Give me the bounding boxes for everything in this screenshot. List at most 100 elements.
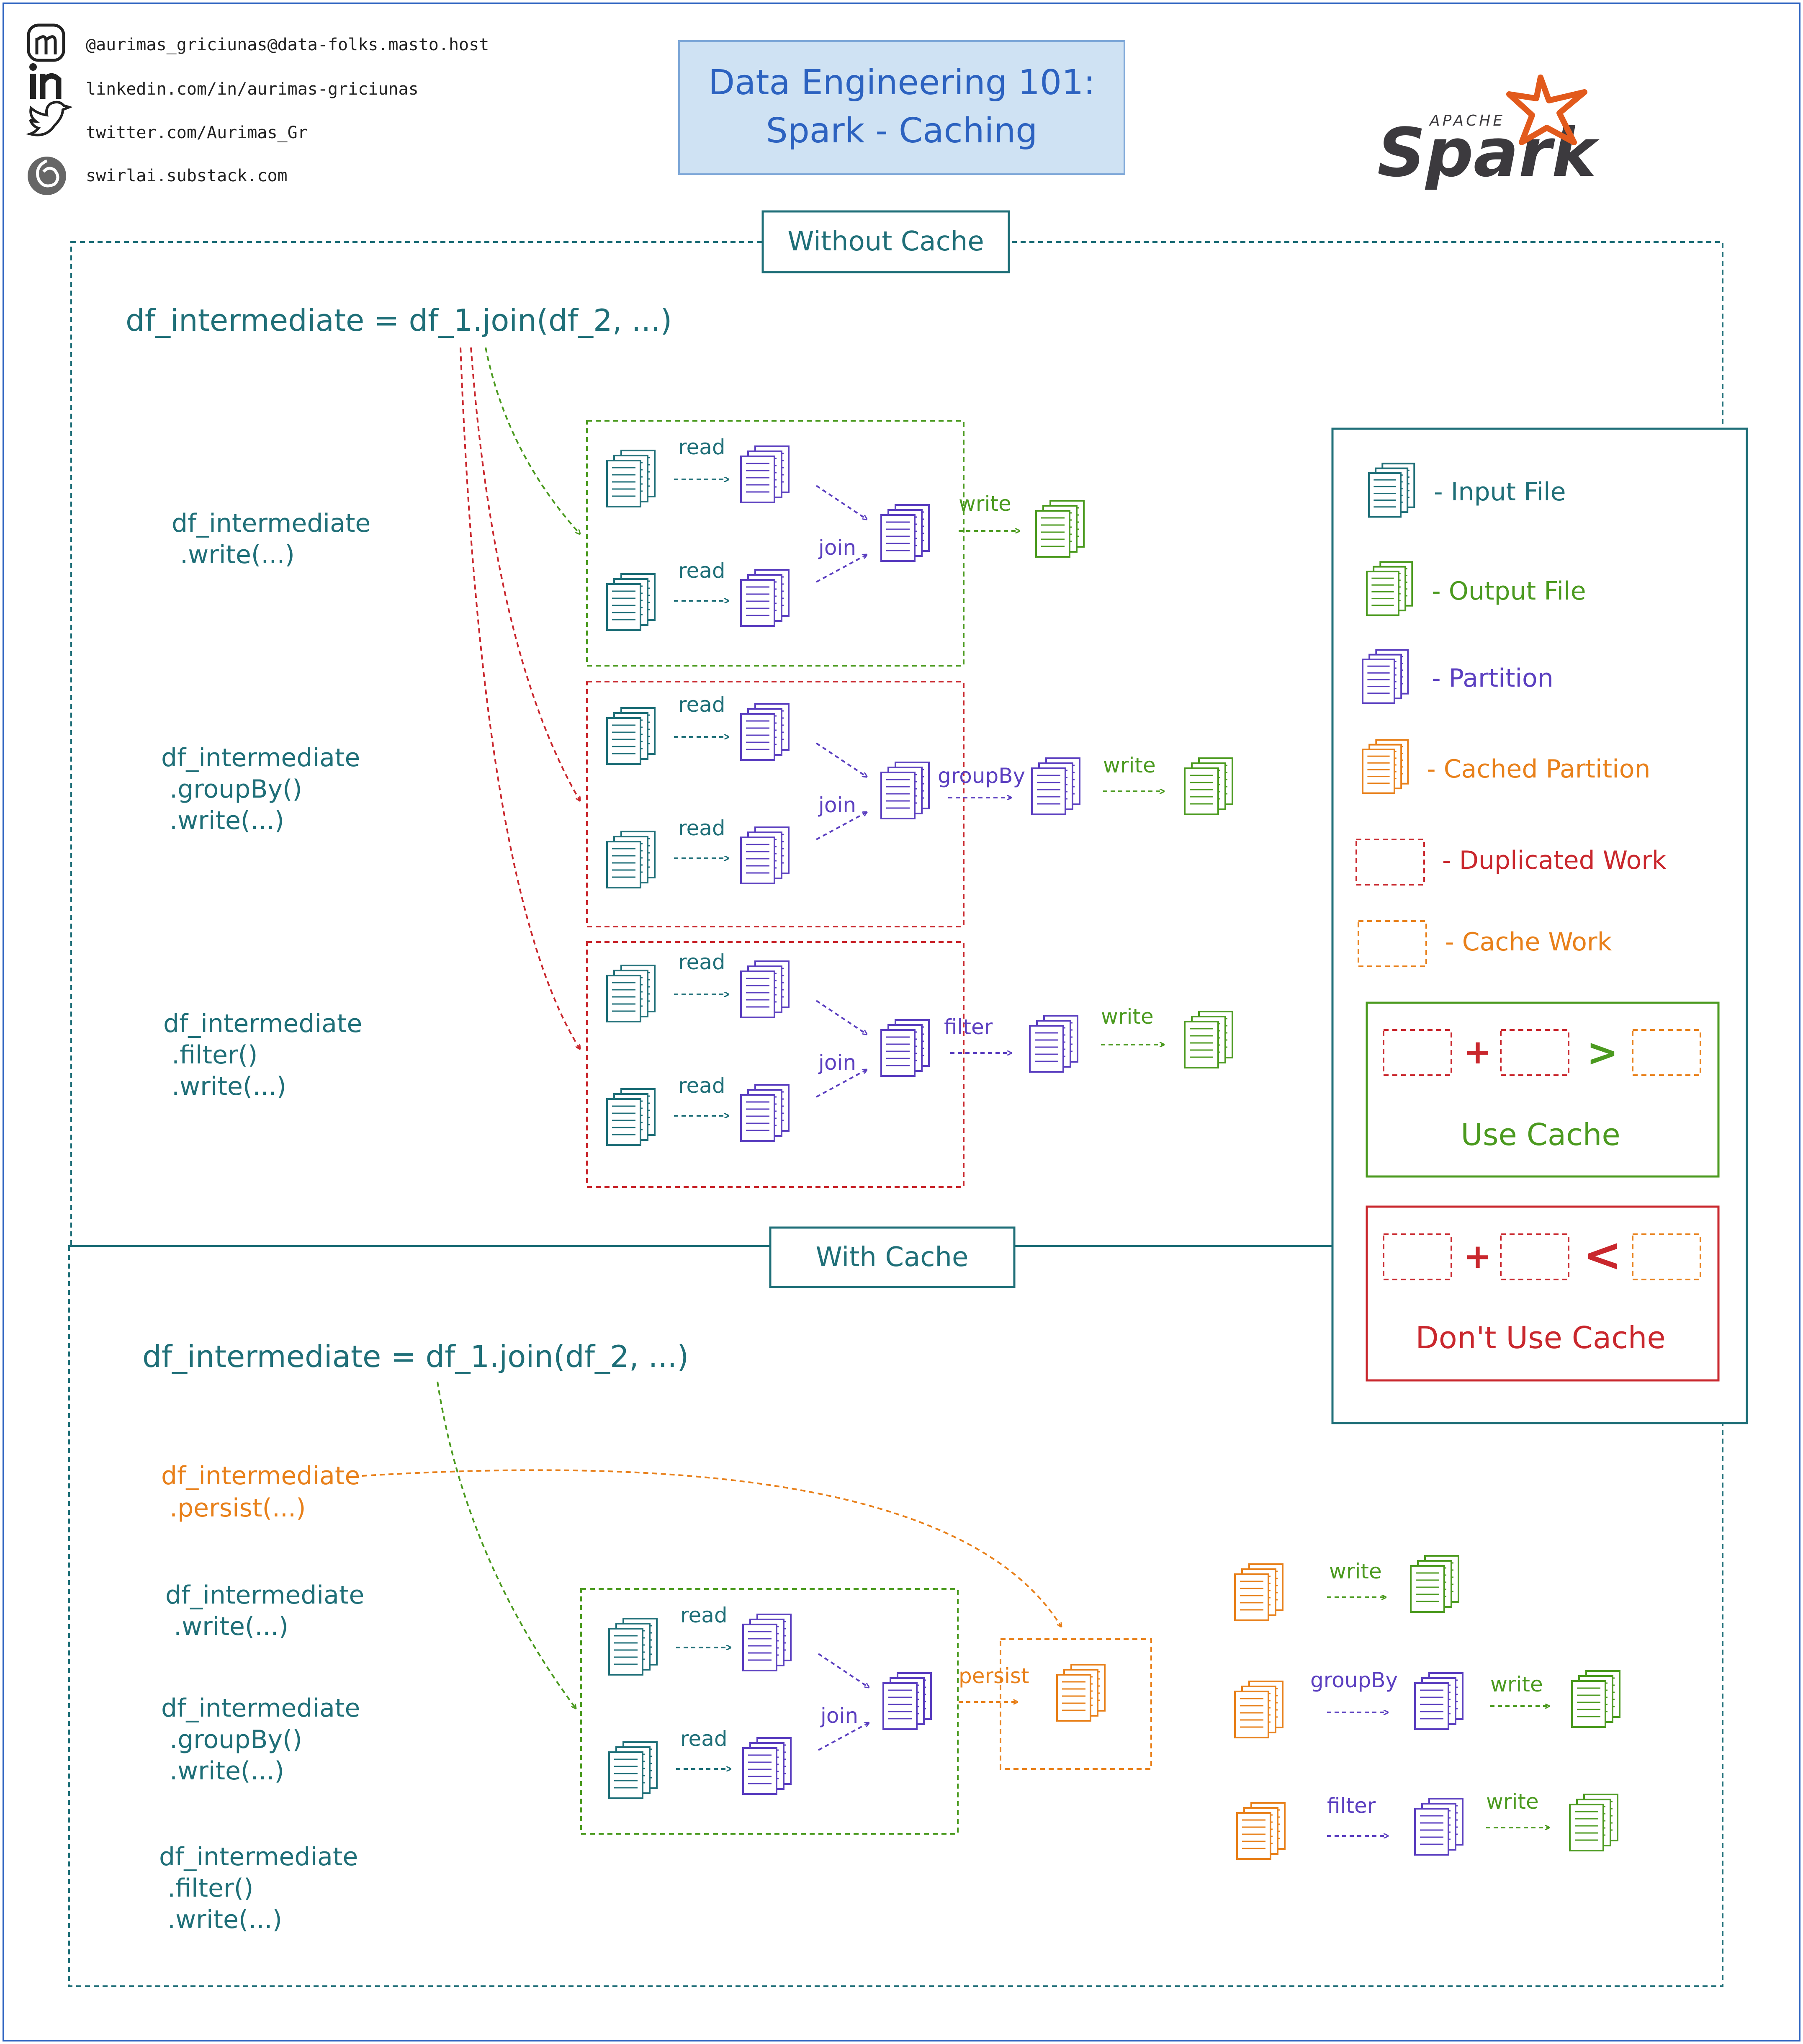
cache-op-write-line1: df_intermediate [165,1581,364,1610]
with-cache-code: df_intermediate = df_1.join(df_2, ...) [142,1339,689,1374]
box2-read-label-1: read [678,692,725,717]
box1-join-arrow-1 [815,485,867,519]
box2-input-file-1 [606,707,656,765]
use-cache-dup-swatch-2 [1500,1029,1569,1076]
box2-output-file [1184,757,1233,815]
box4-read-label-1: read [680,1603,728,1627]
without-cache-ops: df_intermediate .write(...) df_intermedi… [161,509,370,1101]
substack-icon [28,157,66,195]
reuse3-cached-partition [1236,1802,1286,1860]
box1-write-label: write [959,492,1011,516]
legend-cache-work: - Cache Work [1445,927,1612,957]
box3-write-label: write [1101,1004,1154,1029]
legend-partition-icon [1362,649,1409,704]
cache-op-write-line2: .write(...) [174,1612,288,1641]
box2-join-arrow-2 [816,812,867,840]
box3-output-file [1184,1011,1233,1068]
box4-input-file-2 [608,1741,658,1799]
box2-groupby-label: groupBy [938,764,1025,788]
legend-panel [1331,427,1748,1424]
box3-read-label-2: read [678,1073,725,1098]
legend-icons [1362,463,1415,794]
use-cache-box [1366,1001,1720,1178]
legend-duplicated-work: - Duplicated Work [1442,846,1667,875]
box1-join-label: join [818,535,856,560]
box3-partition-1 [740,960,790,1018]
reuse1-write-label: write [1329,1559,1382,1583]
dont-use-cache-box [1366,1205,1720,1382]
box4-joined-partition [882,1672,932,1730]
arrow-to-cache-box [437,1381,576,1708]
box4-partition-1 [742,1614,792,1671]
reuse2-groupby-label: groupBy [1310,1668,1398,1692]
title-box [678,40,1125,175]
box2-write-label: write [1103,753,1156,777]
op-groupby-line3: .write(...) [170,806,284,835]
author-link-mastodon[interactable]: @aurimas_griciunas@data-folks.masto.host [86,35,489,54]
use-cache-plus: + [1463,1032,1492,1071]
reuse1-output-file [1410,1555,1459,1613]
box4-persist-label: persist [959,1664,1029,1688]
without-cache-label-box [761,210,1010,273]
dont-use-cache-plus: + [1463,1237,1492,1276]
box4-read-label-2: read [680,1727,728,1751]
apache-spark-logo: APACHE Spark [1377,75,1600,192]
box3-input-file-1 [606,965,656,1022]
author-links: @aurimas_griciunas@data-folks.masto.host… [26,23,489,195]
box1-output-file [1035,500,1085,558]
dont-use-cache-cache-swatch [1632,1233,1701,1280]
legend-partition: - Partition [1432,664,1554,693]
box1-partition-1 [740,445,790,503]
logo-spark-text: Spark [1377,113,1600,192]
use-cache-gt: > [1587,1031,1618,1075]
write-flow-box [586,420,965,667]
box2-read-label-2: read [678,816,725,840]
dont-use-cache-lt: < [1583,1228,1622,1282]
box1-input-file-2 [606,573,656,631]
box3-join-arrow-2 [816,1070,867,1098]
legend-input-file: - Input File [1434,477,1566,507]
without-cache-label: Without Cache [787,226,984,257]
persist-box [1000,1638,1152,1770]
op-filter-line1: df_intermediate [163,1009,362,1038]
box2-input-file-2 [606,831,656,888]
use-cache-dup-swatch-1 [1383,1029,1452,1076]
reuse3-write-label: write [1486,1789,1539,1814]
author-link-substack[interactable]: swirlai.substack.com [86,166,288,185]
linkedin-icon [29,63,62,99]
box3-read-label-1: read [678,950,725,974]
box2-partition-2 [740,826,790,884]
box4-input-file-1 [608,1618,658,1676]
box2-grouped-partition [1031,757,1080,815]
op-filter-line3: .write(...) [172,1072,286,1101]
box4-join-arrow-1 [818,1653,869,1687]
op-write-line2: .write(...) [180,540,295,569]
op-write-line1: df_intermediate [172,509,370,538]
legend-cached-partition-icon [1362,739,1409,794]
arrow-persist-to-cache [362,1469,1061,1627]
box2-join-label: join [818,793,856,817]
arrow-to-groupby-box [470,347,580,801]
page-subtitle: Spark - Caching [766,111,1038,151]
author-link-linkedin[interactable]: linkedin.com/in/aurimas-griciunas [86,80,419,99]
without-cache-section [70,241,1723,1247]
cache-op-filter-line2: .filter() [167,1874,253,1903]
spark-star-icon [1506,75,1587,145]
reuse2-grouped-partition [1414,1672,1463,1730]
box3-join-arrow-1 [815,1000,867,1034]
with-cache-ops: df_intermediate .persist(...) df_interme… [159,1461,364,1934]
cache-op-filter-line1: df_intermediate [159,1842,358,1872]
reuse3-filtered-partition [1414,1798,1463,1856]
op-persist-line1: df_intermediate [161,1461,360,1491]
cache-op-filter-line3: .write(...) [167,1905,282,1934]
box1-input-file-1 [606,450,656,507]
legend-items: - Input File - Output File - Partition -… [1427,477,1667,957]
legend-cache-swatch [1358,920,1427,967]
page-frame [3,3,1800,2041]
reuse1-cached-partition [1234,1563,1283,1621]
box3-filter-label: filter [944,1015,993,1039]
reuse3-filter-label: filter [1327,1794,1376,1818]
author-link-twitter[interactable]: twitter.com/Aurimas_Gr [86,123,308,142]
legend-output-file: - Output File [1432,577,1586,606]
